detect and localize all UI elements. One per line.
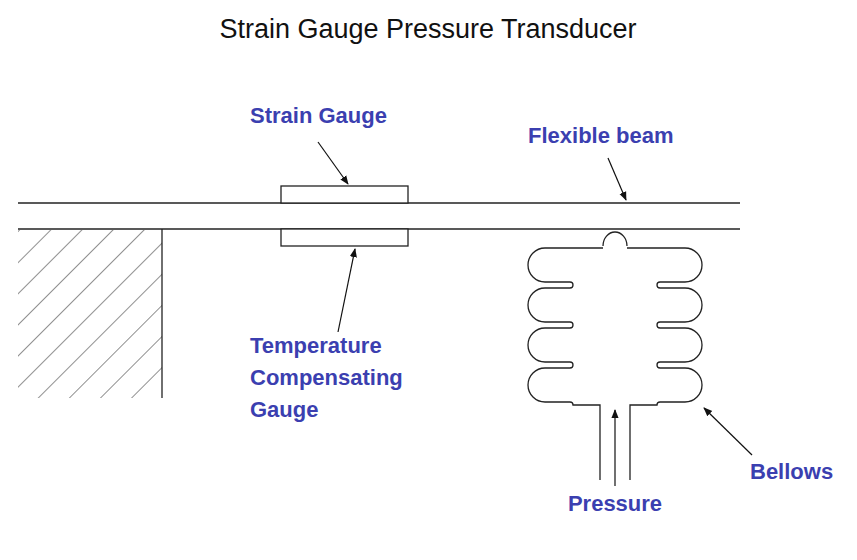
bellows-wall xyxy=(528,248,603,480)
leader-line xyxy=(608,158,626,200)
part-label: Strain Gauge xyxy=(250,100,387,132)
leader-line xyxy=(318,142,348,184)
wall-edge xyxy=(161,229,162,398)
part-label: Temperature Compensating Gauge xyxy=(250,330,425,426)
part-label: Pressure xyxy=(568,488,662,520)
fixed-wall xyxy=(18,230,162,398)
diagram-title: Strain Gauge Pressure Transducer xyxy=(219,14,636,45)
bellows-contact xyxy=(603,232,627,246)
strain-gauge xyxy=(281,186,408,203)
leader-line xyxy=(338,249,355,332)
part-label: Flexible beam xyxy=(528,120,674,152)
part-label: Bellows xyxy=(750,456,833,488)
bellows-wall xyxy=(627,248,702,480)
pressure-arrow xyxy=(614,410,615,486)
temperature-gauge xyxy=(281,229,408,246)
leader-line xyxy=(704,408,752,455)
